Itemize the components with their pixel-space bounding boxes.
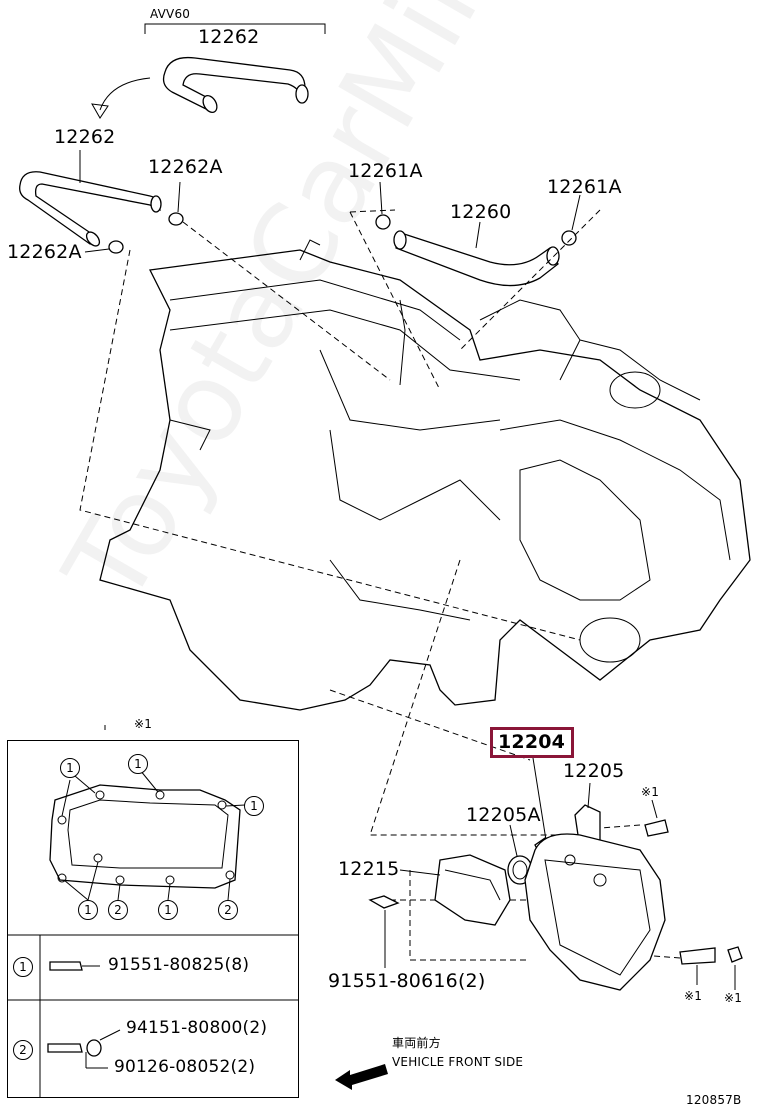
callout-2-a: 2 [108, 900, 128, 920]
hose-12260 [395, 231, 559, 287]
legend-row1-number: 1 [13, 957, 33, 977]
diagram-id: 120857B [686, 1093, 742, 1107]
cover-plate [524, 833, 666, 991]
label-avv60: AVV60 [150, 7, 191, 21]
legend-row2-part-b: 90126-08052(2) [114, 1057, 256, 1077]
label-91551-80616: 91551-80616(2) [328, 970, 486, 992]
label-12260: 12260 [450, 201, 512, 223]
legend-box [7, 740, 299, 1098]
engine-block [99, 249, 751, 711]
legend-row2-number: 2 [13, 1040, 33, 1060]
callout-1-e: 1 [158, 900, 178, 920]
label-12205: 12205 [563, 760, 625, 782]
gasket [49, 784, 241, 889]
label-12262-left: 12262 [54, 126, 116, 148]
label-12204[interactable]: 12204 [498, 731, 566, 753]
hose-12262-top [162, 56, 306, 111]
highlight-12204 [490, 727, 574, 758]
legend-row2-part-a: 94151-80800(2) [126, 1018, 268, 1038]
label-12261a-left: 12261A [348, 160, 423, 182]
direction-jp: 車両前方 [392, 1036, 441, 1050]
direction-en: VEHICLE FRONT SIDE [392, 1055, 524, 1069]
callout-1-c: 1 [244, 796, 264, 816]
label-12215: 12215 [338, 858, 400, 880]
callout-1-b: 1 [128, 754, 148, 774]
mark-note-bolt-bottom: ※1 [684, 989, 703, 1003]
callout-2-b: 2 [218, 900, 238, 920]
valve-12215 [434, 854, 511, 926]
callout-1-a: 1 [60, 758, 80, 778]
legend-header-mark: ※1 [134, 717, 153, 731]
legend-row1-part: 91551-80825(8) [108, 955, 250, 975]
hose-12262-left [19, 171, 161, 245]
label-12262a-upper: 12262A [148, 156, 223, 178]
label-12261a-right: 12261A [547, 176, 622, 198]
label-12262-top: 12262 [198, 26, 260, 48]
label-12262a-lower: 12262A [7, 241, 82, 263]
mark-note-bolt-top: ※1 [641, 785, 660, 799]
label-12205a: 12205A [466, 804, 541, 826]
callout-1-d: 1 [78, 900, 98, 920]
mark-note-nut-bottom: ※1 [724, 991, 743, 1005]
